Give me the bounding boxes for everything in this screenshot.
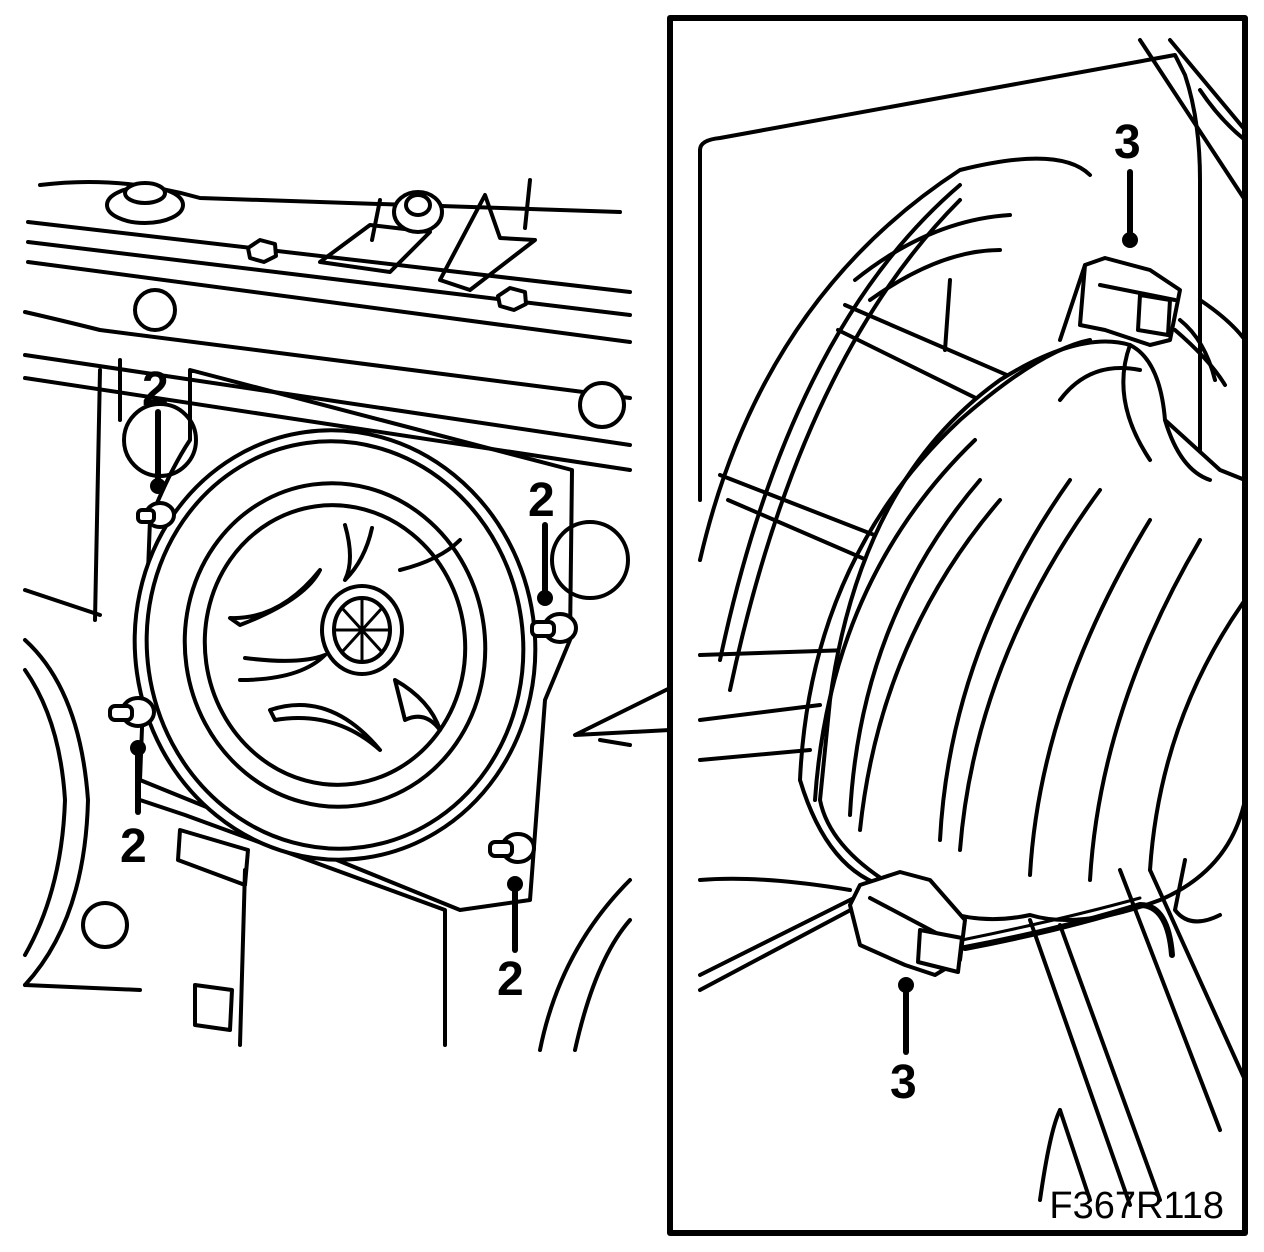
speaker-magnet-body [798, 338, 1242, 922]
callout-2-bottom-right: 2 [497, 953, 524, 1006]
detail-view: 3 3 F367R118 [667, 15, 1248, 1236]
stud-nut-bottom-left [108, 696, 156, 728]
connector-top [1058, 256, 1227, 387]
leader-lines-2 [130, 409, 553, 953]
callout-3-top: 3 [1114, 116, 1141, 169]
callout-3-bottom: 3 [890, 1056, 917, 1109]
speaker-overview [132, 428, 538, 862]
callout-2-top-right: 2 [528, 474, 555, 527]
detail-pointer [573, 686, 672, 737]
stud-nut-top-left [136, 501, 176, 529]
figure-id: F367R118 [1049, 1185, 1224, 1227]
connector-bottom [848, 870, 1175, 977]
stud-nut-bottom-right [488, 832, 536, 864]
overview-door-panel: 2 2 2 2 [23, 178, 632, 1052]
callout-2-top-left: 2 [142, 363, 169, 416]
callout-2-bottom-left: 2 [120, 820, 147, 873]
stud-nut-top-right [530, 612, 578, 644]
leader-lines-3 [898, 169, 1138, 1055]
